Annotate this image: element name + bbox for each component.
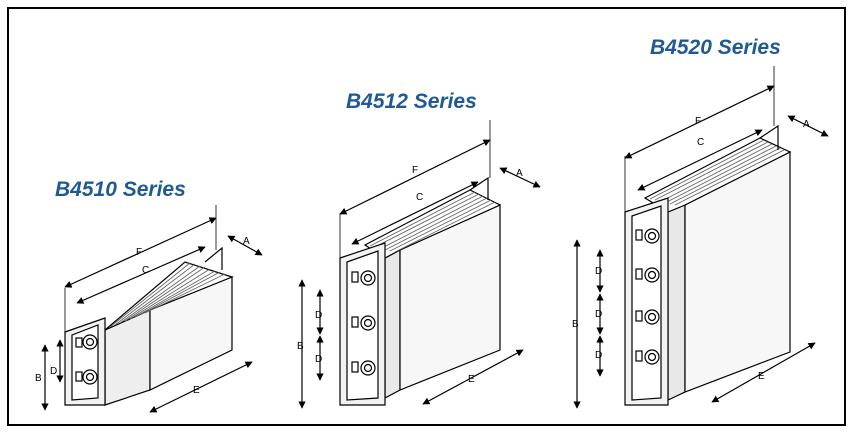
unit-b4520-dim-c-line <box>637 129 763 191</box>
series-title-b4512: B4512 Series <box>346 90 477 113</box>
unit-b4510-label-d: D <box>50 366 57 377</box>
unit-b4510-bolts <box>75 334 98 385</box>
unit-b4520-label-d1: D <box>595 266 602 277</box>
unit-b4510-dim-c-line <box>76 246 206 304</box>
unit-b4512-dim-e-line <box>422 349 524 405</box>
unit-b4520-label-e: E <box>758 371 765 382</box>
unit-b4520-label-f: F <box>695 116 701 127</box>
unit-b4520-labels: F C A B D D D E <box>572 116 810 382</box>
unit-b4510-label-e: E <box>193 385 200 396</box>
unit-b4520-label-b: B <box>572 319 579 330</box>
unit-b4512-body-edge <box>384 249 401 399</box>
unit-b4520-label-d2: D <box>595 309 602 320</box>
unit-b4512-label-d1: D <box>315 310 322 321</box>
unit-b4510 <box>41 205 263 413</box>
series-title-b4510: B4510 Series <box>55 178 186 201</box>
unit-b4510-dim-a-line <box>227 235 263 256</box>
unit-b4512 <box>298 120 541 409</box>
unit-b4510-label-c: C <box>142 265 149 276</box>
unit-b4510-label-f: F <box>136 247 142 258</box>
unit-b4520-label-a: A <box>803 119 810 130</box>
unit-b4512-bolts <box>351 270 376 376</box>
unit-b4520-bolts <box>635 228 660 365</box>
unit-b4512-label-d2: D <box>315 354 322 365</box>
unit-b4520-body-edge <box>667 204 686 401</box>
unit-b4512-label-f: F <box>412 165 418 176</box>
unit-b4510-dim-e-line <box>149 361 253 413</box>
unit-b4510-labels: F C A B D E <box>35 236 250 396</box>
unit-b4520-label-c: C <box>697 137 704 148</box>
unit-b4512-label-e: E <box>468 374 475 385</box>
unit-b4512-label-c: C <box>416 192 423 203</box>
unit-b4512-label-a: A <box>516 168 523 179</box>
unit-b4510-bracket <box>204 246 223 270</box>
unit-b4520-dim-a-line <box>787 115 829 137</box>
unit-b4512-labels: F C A B D D E <box>297 165 523 385</box>
unit-b4510-label-b: B <box>35 373 42 384</box>
unit-b4512-label-b: B <box>297 341 304 352</box>
unit-b4512-dim-c-line <box>351 181 479 245</box>
unit-b4512-dim-a-line <box>499 167 541 188</box>
unit-b4510-label-a: A <box>243 236 250 247</box>
unit-b4520-dim-e-line <box>711 342 816 403</box>
unit-b4520-label-d3: D <box>595 350 602 361</box>
series-title-b4520: B4520 Series <box>650 36 781 59</box>
unit-b4520 <box>573 66 829 409</box>
